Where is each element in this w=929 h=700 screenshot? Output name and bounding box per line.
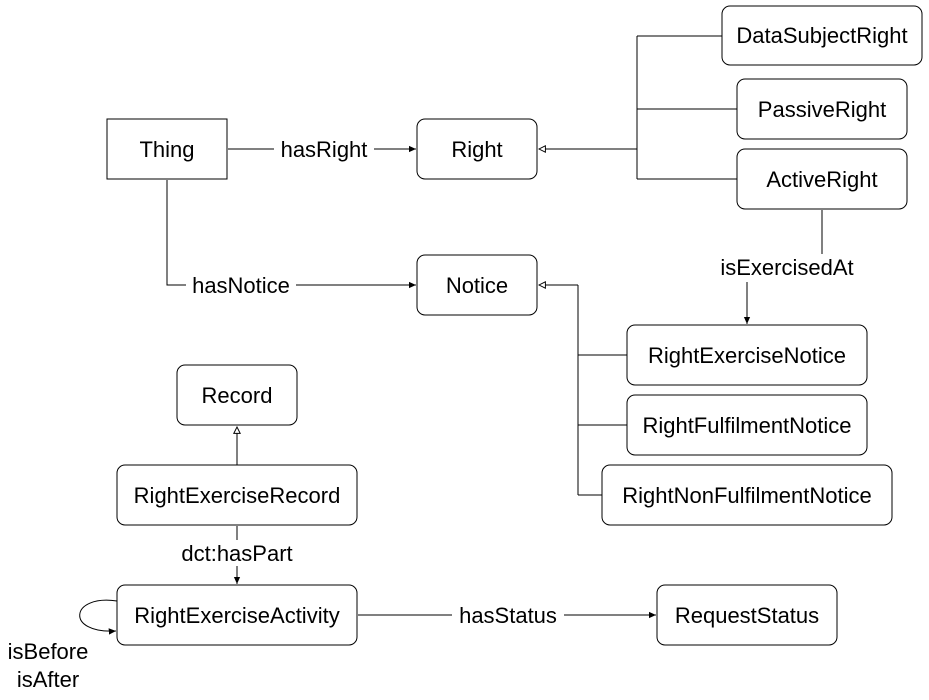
node-active-right: ActiveRight — [736, 148, 908, 210]
edge-has-notice: hasNotice — [166, 180, 416, 298]
node-passive-right-label: PassiveRight — [758, 97, 886, 122]
node-right-exercise-record: RightExerciseRecord — [116, 464, 358, 526]
node-data-subject-right-label: DataSubjectRight — [736, 23, 907, 48]
node-right-non-fulfilment-notice: RightNonFulfilmentNotice — [601, 464, 893, 526]
edge-label-has-right: hasRight — [281, 137, 368, 162]
edge-right-subclasses — [539, 35, 737, 180]
edge-notice-subclasses — [539, 285, 627, 496]
node-record: Record — [176, 364, 298, 426]
node-request-status: RequestStatus — [656, 584, 838, 646]
node-request-status-label: RequestStatus — [675, 603, 819, 628]
edge-label-has-notice: hasNotice — [192, 273, 290, 298]
node-record-label: Record — [202, 383, 273, 408]
edge-has-right: hasRight — [228, 136, 416, 162]
edge-label-is-exercised-at: isExercisedAt — [720, 255, 853, 280]
edge-label-has-status: hasStatus — [459, 603, 557, 628]
node-thing-label: Thing — [139, 137, 194, 162]
node-right-exercise-record-label: RightExerciseRecord — [134, 483, 341, 508]
node-thing: Thing — [106, 118, 228, 180]
edge-label-is-after: isAfter — [17, 667, 79, 692]
node-right-exercise-activity: RightExerciseActivity — [116, 584, 358, 646]
node-notice-label: Notice — [446, 273, 508, 298]
node-right-non-fulfilment-notice-label: RightNonFulfilmentNotice — [622, 483, 871, 508]
node-data-subject-right: DataSubjectRight — [721, 5, 923, 66]
node-active-right-label: ActiveRight — [766, 167, 877, 192]
node-right-exercise-activity-label: RightExerciseActivity — [134, 603, 339, 628]
edge-label-dct-has-part: dct:hasPart — [181, 541, 292, 566]
edge-dct-has-part: dct:hasPart — [174, 526, 300, 584]
node-right: Right — [416, 118, 538, 180]
edge-has-status: hasStatus — [358, 602, 656, 628]
node-right-exercise-notice-label: RightExerciseNotice — [648, 343, 846, 368]
node-notice: Notice — [416, 254, 538, 316]
node-right-fulfilment-notice-label: RightFulfilmentNotice — [642, 413, 851, 438]
edge-self-loop: isBefore isAfter — [8, 599, 118, 692]
node-right-exercise-notice: RightExerciseNotice — [626, 324, 868, 386]
node-right-label: Right — [451, 137, 502, 162]
edge-is-exercised-at: isExercisedAt — [720, 210, 854, 324]
edge-label-is-before: isBefore — [8, 639, 89, 664]
node-right-fulfilment-notice: RightFulfilmentNotice — [626, 394, 868, 456]
node-passive-right: PassiveRight — [736, 78, 908, 140]
